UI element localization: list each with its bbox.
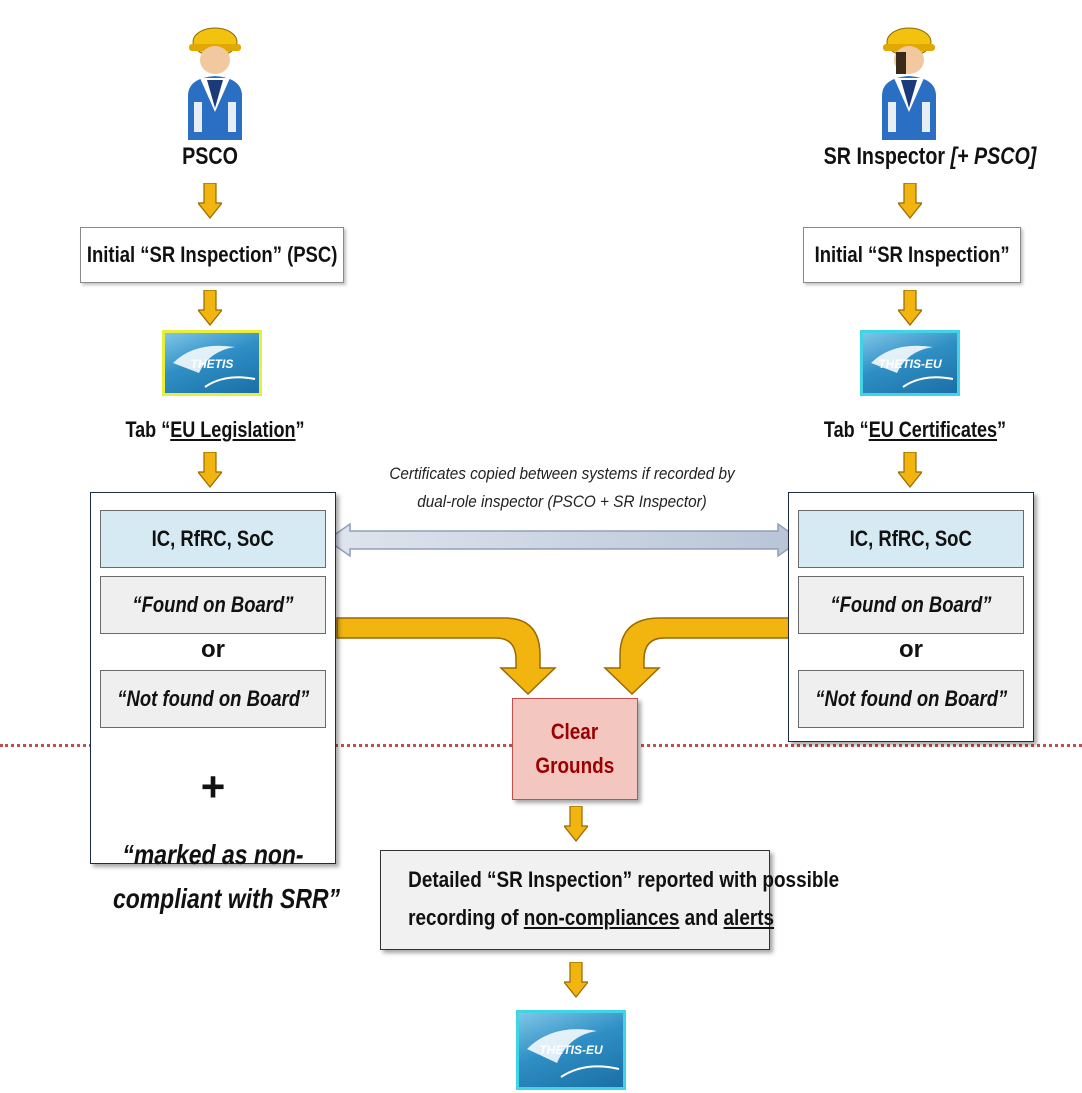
right-curved-arrow (603, 617, 791, 696)
copy-note: Certificates copied between systems if r… (389, 464, 735, 511)
inspector-person-icon (882, 27, 936, 140)
tab-eu-certificates: Tab “EU Certificates” (823, 417, 1007, 442)
sr-inspector-extra: [+ PSCO] (950, 143, 1037, 170)
found-on-board-box: “Found on Board” (798, 576, 1024, 634)
sr-inspector-main: SR Inspector (823, 143, 951, 170)
thetis-logo: THETIS (162, 330, 262, 396)
down-arrow-icon (898, 183, 922, 219)
plus-sign: + (200, 763, 226, 810)
clear-grounds-box: Clear Grounds (512, 698, 638, 800)
not-found-on-board-box: “Not found on Board” (100, 670, 326, 728)
down-arrow-icon (898, 452, 922, 488)
thetis-eu-logo: THETIS-EU (516, 1010, 626, 1090)
detailed-inspection-box: Detailed “SR Inspection” reported with p… (380, 850, 839, 950)
down-arrow-icon (198, 290, 222, 326)
copy-double-arrow (325, 522, 803, 558)
left-curved-arrow (336, 617, 557, 696)
down-arrow-icon (898, 290, 922, 326)
cert-types-box: IC, RfRC, SoC (100, 510, 326, 568)
down-arrow-icon (564, 806, 588, 842)
psco-label: PSCO (182, 143, 238, 170)
right-certificate-panel: IC, RfRC, SoC “Found on Board” or “Not f… (788, 492, 1034, 742)
tab-eu-legislation: Tab “EU Legislation” (125, 417, 305, 442)
marked-non-compliant-text: “marked as non- compliant with SRR” (112, 839, 341, 914)
initial-inspection-psc: Initial “SR Inspection” (PSC) (80, 227, 344, 283)
down-arrow-icon (198, 452, 222, 488)
left-certificate-panel: IC, RfRC, SoC “Found on Board” or “Not f… (90, 492, 340, 914)
or-label: or (899, 636, 923, 663)
cert-types-box: IC, RfRC, SoC (798, 510, 1024, 568)
found-on-board-box: “Found on Board” (100, 576, 326, 634)
sail-icon (871, 345, 954, 388)
thetis-eu-logo: THETIS-EU (860, 330, 960, 396)
down-arrow-icon (564, 962, 588, 998)
down-arrow-icon (198, 183, 222, 219)
sail-icon (173, 345, 256, 388)
or-label: or (201, 636, 225, 663)
sail-icon (527, 1029, 620, 1078)
inspector-person-icon (188, 27, 242, 140)
sr-inspector-label: SR Inspector [+ PSCO] (807, 143, 1053, 171)
not-found-on-board-box: “Not found on Board” (798, 670, 1024, 728)
initial-inspection-sr: Initial “SR Inspection” (803, 227, 1021, 283)
